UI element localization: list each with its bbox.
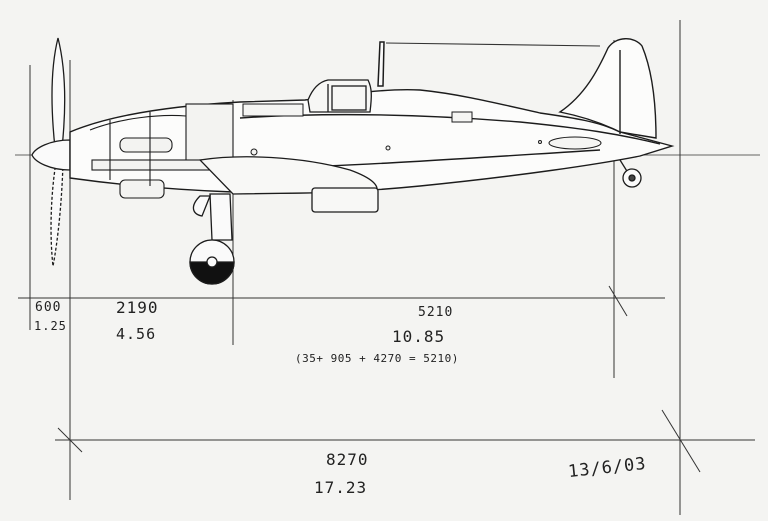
main-landing-gear	[189, 193, 235, 285]
dimension-propeller-mm: 600	[35, 300, 62, 315]
dimension-nose-mm: 2190	[116, 298, 159, 317]
dimension-overall-scaled: 17.23	[314, 478, 368, 497]
dimension-tick-upper	[608, 285, 628, 317]
fin-outline	[558, 38, 657, 139]
propeller-blade-lower	[50, 161, 64, 267]
mast-guide	[385, 42, 601, 47]
fuselage-spine	[239, 113, 661, 145]
dimension-fuselage-mm: 5210	[418, 305, 454, 320]
tail-wheel	[619, 159, 642, 188]
access-hatch	[242, 103, 304, 117]
propeller	[31, 37, 71, 267]
propeller-blade-upper	[51, 37, 66, 149]
engine-panel	[185, 103, 234, 165]
dimension-nose-scaled: 4.56	[116, 325, 157, 343]
mast-body	[377, 41, 385, 87]
air-intake	[89, 114, 187, 131]
dimension-fuselage-formula: (35+ 905 + 4270 = 5210)	[295, 352, 459, 365]
radio-mast	[377, 41, 385, 87]
dimension-overall-mm: 8270	[326, 450, 369, 469]
main-wheel-hub	[206, 256, 218, 268]
rivet-2	[385, 145, 391, 151]
dimension-fuselage-scaled: 10.85	[392, 327, 446, 346]
dimension-lines	[18, 285, 755, 473]
exhaust-stack	[119, 137, 173, 153]
dimension-tick-lower-right	[661, 409, 701, 473]
cockpit-canopy	[307, 79, 372, 113]
rivet-3	[538, 140, 542, 144]
fuselage-hatch	[451, 111, 473, 123]
tail-fin	[558, 38, 657, 139]
gear-door	[192, 195, 211, 217]
spinner	[31, 139, 71, 171]
fuselage-marking-ellipse	[548, 136, 602, 150]
dimension-tick-lower-left	[57, 427, 83, 453]
fuselage-details	[242, 103, 602, 156]
tail-wheel-hub	[628, 174, 636, 182]
rivet-1	[250, 148, 258, 156]
wing	[198, 156, 379, 213]
engine-section	[89, 103, 234, 199]
flap-fairing	[311, 187, 379, 213]
gear-leg	[209, 193, 233, 241]
canopy-window	[331, 85, 367, 111]
oil-cooler	[119, 179, 165, 199]
main-wheel-shadow	[189, 261, 235, 285]
dimension-propeller-scaled: 1.25	[34, 319, 67, 333]
